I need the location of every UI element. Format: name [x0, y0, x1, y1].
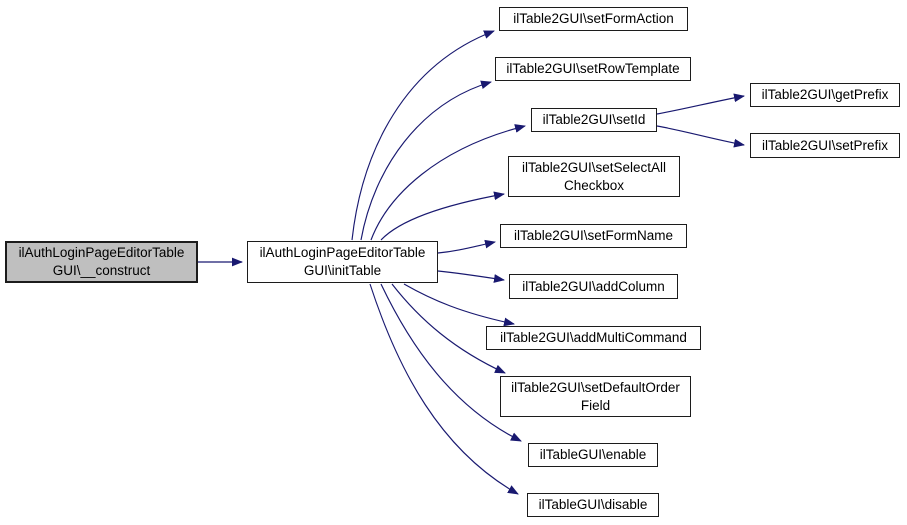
node-label-line: ilTable2GUI\setPrefix — [761, 137, 889, 153]
edge-initTable-to-disable — [369, 283, 519, 495]
node-construct: ilAuthLoginPageEditorTable GUI\__constru… — [5, 241, 198, 283]
edge-initTable-to-setRowTemplate — [360, 80, 492, 241]
node-label-line: ilTable2GUI\setSelectAll — [521, 159, 667, 175]
node-label-line: ilTable2GUI\setFormAction — [513, 11, 674, 26]
edge-initTable-to-setFormName — [437, 239, 496, 254]
node-set-row-template[interactable]: ilTable2GUI\setRowTemplate — [495, 57, 691, 81]
node-label-line: ilTable2GUI\setFormName — [513, 228, 674, 243]
node-label-line: ilAuthLoginPageEditorTable — [259, 245, 426, 260]
edge-setId-to-setPrefix — [656, 125, 745, 148]
node-label-line: ilAuthLoginPageEditorTable — [18, 245, 185, 260]
node-init-table[interactable]: ilAuthLoginPageEditorTable GUI\initTable — [247, 241, 438, 283]
edge-initTable-to-addMultiCommand — [403, 283, 515, 327]
node-label-line: Checkbox — [563, 177, 625, 193]
node-label-line: ilTable2GUI\getPrefix — [761, 87, 889, 102]
edge-initTable-to-enable — [380, 283, 522, 442]
node-label-line: ilTable2GUI\setRowTemplate — [506, 61, 680, 76]
edge-initTable-to-setSelectAllCheckbox — [380, 191, 505, 241]
node-get-prefix[interactable]: ilTable2GUI\getPrefix — [750, 83, 900, 107]
edge-initTable-to-addColumn — [437, 270, 505, 283]
edge-setId-to-getPrefix — [656, 93, 745, 115]
edge-initTable-to-setDefaultOrderField — [391, 283, 506, 374]
node-add-multi-command[interactable]: ilTable2GUI\addMultiCommand — [486, 326, 701, 350]
node-enable[interactable]: ilTableGUI\enable — [528, 443, 658, 467]
node-label-line: GUI\initTable — [303, 263, 382, 278]
node-label-line: ilTable2GUI\setId — [542, 112, 646, 127]
edge-initTable-to-setFormAction — [351, 30, 495, 241]
node-set-form-action[interactable]: ilTable2GUI\setFormAction — [499, 7, 688, 31]
node-set-form-name[interactable]: ilTable2GUI\setFormName — [500, 224, 687, 248]
node-label-line: ilTable2GUI\setDefaultOrder — [511, 379, 680, 395]
node-label-line: ilTableGUI\disable — [538, 497, 648, 512]
node-label-line: GUI\__construct — [52, 263, 151, 278]
edge-initTable-to-setId — [370, 124, 526, 241]
node-label-line: ilTable2GUI\addColumn — [522, 278, 665, 294]
node-set-prefix[interactable]: ilTable2GUI\setPrefix — [750, 133, 900, 158]
node-label-line: Field — [580, 397, 611, 413]
node-set-id[interactable]: ilTable2GUI\setId — [531, 108, 657, 132]
node-label-line: ilTable2GUI\addMultiCommand — [500, 330, 687, 345]
node-set-default-order-field[interactable]: ilTable2GUI\setDefaultOrder Field — [500, 376, 691, 417]
node-add-column[interactable]: ilTable2GUI\addColumn — [509, 274, 678, 299]
node-disable[interactable]: ilTableGUI\disable — [527, 493, 659, 517]
node-label-line: ilTableGUI\enable — [539, 447, 647, 462]
node-set-select-all-checkbox[interactable]: ilTable2GUI\setSelectAll Checkbox — [508, 156, 680, 197]
